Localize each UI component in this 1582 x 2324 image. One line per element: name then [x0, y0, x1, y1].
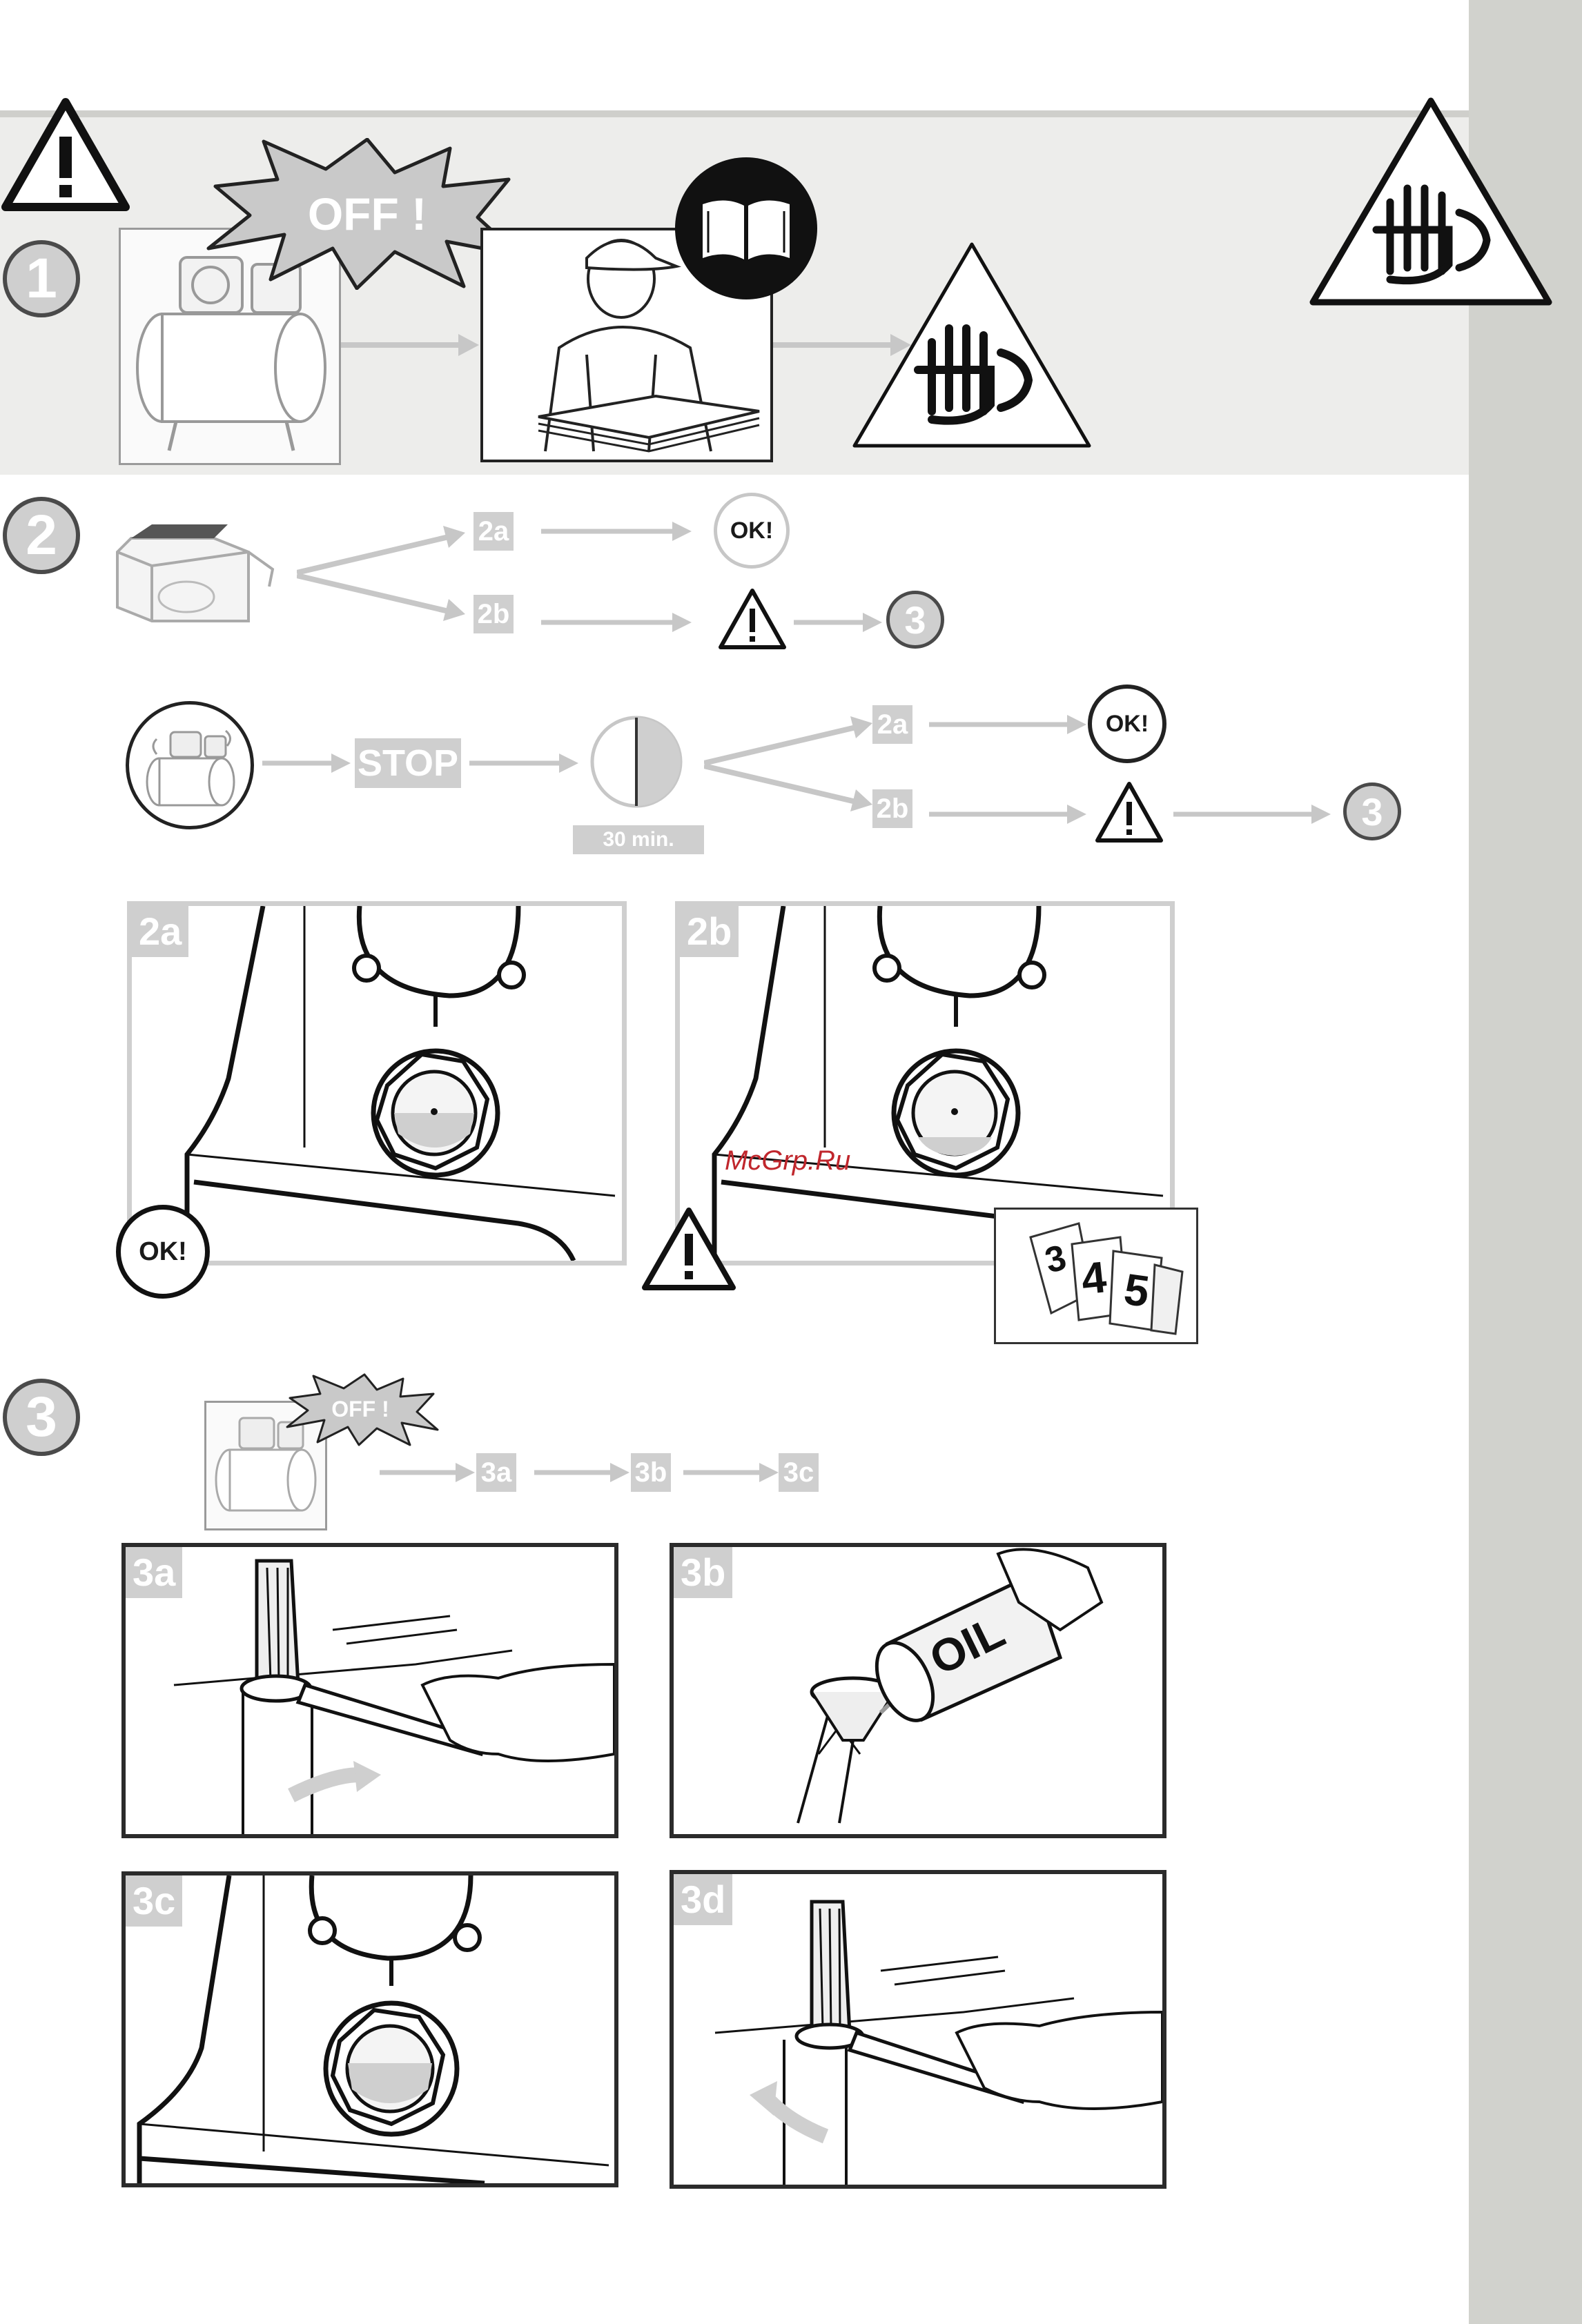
wrench-loosen-drawing: [126, 1547, 614, 1834]
off-label: OFF !: [298, 188, 436, 240]
oil-sightglass-drawing: [132, 906, 622, 1261]
arrow-right-icon: [534, 1460, 631, 1485]
flow1-branch-a-tag: 2a: [473, 512, 514, 551]
watermark-text: McGrp.Ru: [725, 1145, 850, 1176]
branch-arrows-icon: [297, 518, 469, 628]
warning-triangle-icon: [1095, 781, 1164, 845]
warning-triangle-icon: [0, 97, 131, 214]
stop-label: STOP: [355, 738, 461, 788]
hand-wrench-warning-icon: [1307, 95, 1554, 311]
arrow-right-icon: [469, 751, 580, 776]
flow1-ok-badge: OK!: [714, 493, 790, 569]
header-rule: [0, 110, 1469, 117]
hand-wrench-warning-icon: [849, 239, 1095, 453]
arrow-right-icon: [794, 610, 883, 635]
panel-2a-ok-badge: OK!: [116, 1205, 210, 1299]
flow2-branch-a-tag: 2a: [872, 705, 912, 744]
arrow-right-icon: [929, 712, 1088, 737]
step1-number: 1: [3, 240, 80, 317]
arrow-right-icon: [683, 1460, 780, 1485]
arrow-right-icon: [341, 331, 479, 359]
wrench-tighten-drawing: [674, 1874, 1162, 2185]
step3-number: 3: [3, 1379, 80, 1456]
step2-number: 2: [3, 497, 80, 574]
sequence-step-3b: 3b: [631, 1453, 671, 1492]
goto-step3-badge: 3: [886, 591, 944, 649]
off-starburst: OFF !: [195, 138, 526, 290]
flow1-branch-b-tag: 2b: [473, 595, 514, 633]
arrow-right-icon: [1173, 802, 1332, 827]
flow2-ok-badge: OK!: [1088, 685, 1166, 763]
arrow-right-icon: [262, 751, 352, 776]
arrow-right-icon: [541, 519, 693, 544]
sequence-step-3a: 3a: [476, 1453, 516, 1492]
half-clock-icon: [588, 713, 685, 810]
side-bar: [1469, 0, 1582, 2324]
arrow-right-icon: [380, 1460, 476, 1485]
panel-3b: 3b OIL: [670, 1543, 1166, 1838]
branch-arrows-icon: [704, 708, 877, 818]
goto-step3-badge: 3: [1343, 782, 1401, 840]
arrow-right-icon: [541, 610, 693, 635]
arrow-right-icon: [929, 802, 1088, 827]
calendar-sketch: 3 4 5: [994, 1208, 1198, 1344]
book-icon: [674, 156, 819, 301]
open-box-icon: [110, 518, 276, 628]
oil-pouring-drawing: [674, 1547, 1162, 1834]
running-compressor-badge: [126, 701, 254, 829]
panel-3a: 3a: [121, 1543, 618, 1838]
calendar-number-2: 4: [1079, 1251, 1109, 1304]
oil-sightglass-drawing: [126, 1875, 614, 2183]
warning-triangle-icon: [641, 1206, 737, 1293]
off-label: OFF !: [322, 1397, 399, 1422]
panel-3d: 3d: [670, 1870, 1166, 2189]
panel-2a: 2a: [127, 901, 627, 1266]
off-starburst-small: OFF !: [280, 1373, 440, 1446]
wait-time-label: 30 min.: [573, 825, 704, 854]
flow2-branch-b-tag: 2b: [872, 789, 912, 828]
compressor-icon: [129, 705, 251, 826]
sequence-step-3c: 3c: [779, 1453, 819, 1492]
warning-triangle-icon: [718, 588, 787, 651]
panel-3c: 3c: [121, 1871, 618, 2187]
